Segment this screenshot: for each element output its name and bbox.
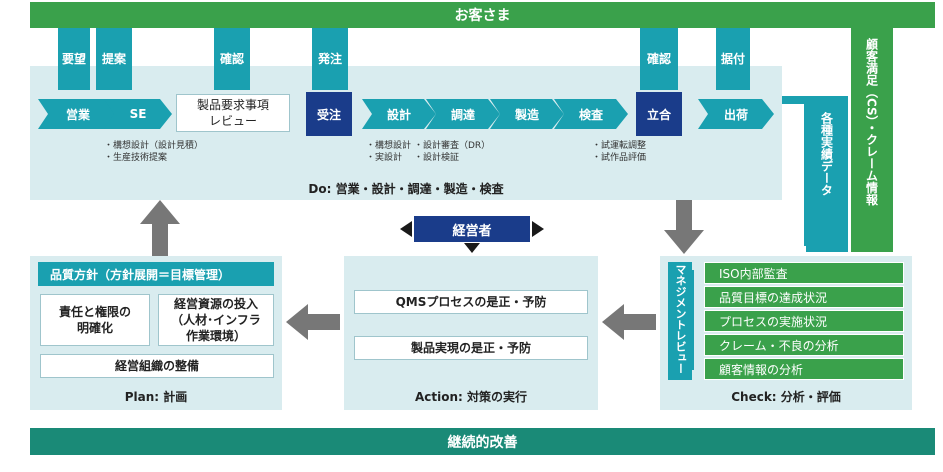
check-item-quality-goal: 品質目標の達成状況 [704,286,904,308]
management-review-label: マネジメントレビュー [674,264,687,374]
arrow-left-large-icon [286,304,340,340]
step-label: SE [129,107,147,121]
note-inspect: ・試運転調整 ・試作品評価 [592,141,647,163]
do-caption: Do: 営業・設計・調達・製造・検査 [308,182,504,196]
step-tachiai: 立合 [636,92,682,136]
note-se: ・構想設計（設計見積） ・生産技術提案 [104,141,204,163]
check-caption: Check: 分析・評価 [731,390,841,404]
tag-hacchu: 発注 [312,28,348,90]
performance-data-label: 各種実績データ [819,112,834,196]
plan-box-resources: 経営資源の投入 （人材･インフラ 作業環境） [158,294,274,346]
arrow-up-icon [140,200,180,256]
arrow-right-icon [532,221,544,237]
step-kensa: 検査 [554,99,628,129]
chevron-shape [38,99,118,129]
check-item-claim: クレーム・不良の分析 [704,334,904,356]
step-label: 調達 [450,107,475,122]
action-box-product: 製品実現の是正・予防 [354,336,588,360]
step-shukka: 出荷 [698,99,774,129]
customer-bar: お客さま [30,2,935,28]
step-label: 営業 [65,107,90,122]
tag-youbou: 要望 [58,28,90,90]
cs-bar [851,28,893,252]
step-juchuu: 受注 [306,92,352,136]
cs-label: 顧客満足（CS）・クレーム情報 [864,38,879,206]
plan-caption: Plan: 計画 [124,390,188,404]
step-requirements-review: 製品要求事項 レビュー [176,94,290,132]
tag-suetsuke: 据付 [716,28,750,90]
arrow-left-icon [400,221,412,237]
step-label: 設計 [386,107,411,122]
step-sekkei: 設計 [362,99,436,129]
plan-box-responsibility: 責任と権限の 明確化 [40,294,150,346]
performance-data-bar [806,96,848,252]
step-eigyou: 営業 [38,99,118,129]
executive-box: 経営者 [414,216,530,242]
step-choutatsu: 調達 [426,99,500,129]
step-label: 製造 [514,107,539,122]
step-seizou: 製造 [490,99,564,129]
management-review-bar [668,262,692,380]
plan-box-organization: 経営組織の整備 [40,354,274,378]
tag-kakunin-2: 確認 [640,28,678,90]
chevron-shape [554,99,628,129]
step-label: 検査 [578,107,603,122]
step-label: 出荷 [723,107,748,122]
chevron-shape [490,99,564,129]
action-panel [344,256,598,410]
review-connector [692,270,700,370]
chevron-shape [104,99,172,129]
chevron-shape [362,99,436,129]
check-item-customer-info: 顧客情報の分析 [704,358,904,380]
arrow-down-icon [664,200,704,254]
plan-header: 品質方針（方針展開＝目標管理） [38,262,274,286]
action-caption: Action: 対策の実行 [414,390,527,404]
arrow-down-small-icon [464,243,480,253]
arrow-left-large-icon [602,304,656,340]
step-se: SE [104,99,172,129]
tag-teian: 提案 [96,28,132,90]
check-item-iso-audit: ISO内部監査 [704,262,904,284]
continuous-improvement-bar: 継続的改善 [30,428,935,455]
chevron-shape [698,99,774,129]
check-item-process: プロセスの実施状況 [704,310,904,332]
note-design-b: ・設計審査（DR） ・設計検証 [414,141,491,163]
chevron-shape [426,99,500,129]
action-box-qms: QMSプロセスの是正・予防 [354,290,588,314]
note-design-a: ・構想設計 ・実設計 [366,141,412,163]
tag-kakunin-1: 確認 [214,28,250,90]
